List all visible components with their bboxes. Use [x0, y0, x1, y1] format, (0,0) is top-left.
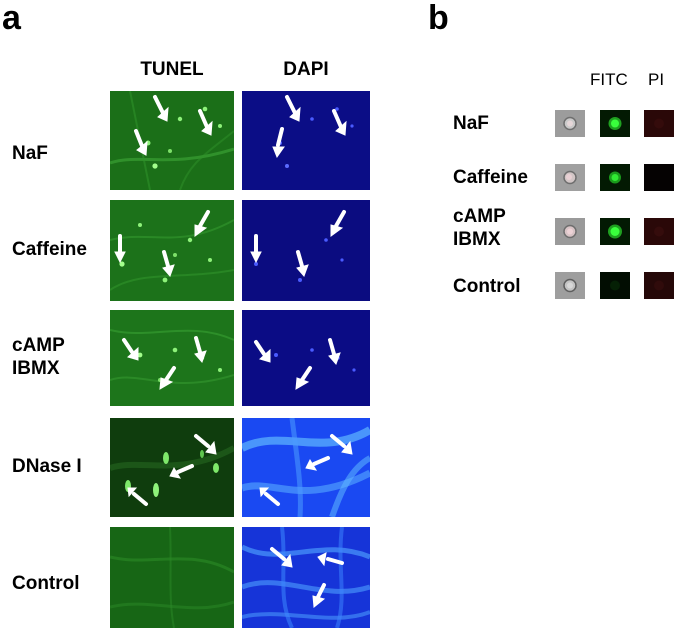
- row-label-line: Caffeine: [453, 167, 528, 188]
- pi-cell-naf: [644, 110, 674, 137]
- row-label-camp-ibmx: cAMP IBMX: [12, 334, 65, 380]
- column-header-fitc: FITC: [590, 70, 628, 89]
- tunel-image-caffeine: [110, 200, 234, 301]
- fitc-cell-camp-ibmx: [600, 218, 630, 245]
- tunel-image-control: [110, 527, 234, 628]
- row-label-line: DNase I: [12, 456, 82, 477]
- panel-b-letter: b: [428, 0, 449, 37]
- fitc-cell-naf: [600, 110, 630, 137]
- row-label-line: IBMX: [453, 229, 501, 250]
- fitc-cell-caffeine: [600, 164, 630, 191]
- column-header-tunel: TUNEL: [140, 59, 204, 80]
- brightfield-cell-naf: [555, 110, 585, 137]
- row-label-line: Caffeine: [12, 239, 87, 260]
- row-label-line: NaF: [453, 113, 489, 134]
- row-label-b-control: Control: [453, 275, 521, 298]
- brightfield-cell-control: [555, 272, 585, 299]
- row-label-naf: NaF: [12, 142, 48, 165]
- column-header-pi: PI: [648, 70, 665, 89]
- tunel-image-dnase: [110, 418, 234, 517]
- row-label-caffeine: Caffeine: [12, 238, 87, 261]
- tunel-image-naf: [110, 91, 234, 190]
- row-label-line: cAMP: [12, 335, 65, 356]
- row-label-line: cAMP: [453, 206, 506, 227]
- row-label-line: Control: [12, 573, 80, 594]
- tunel-image-camp-ibmx: [110, 310, 234, 406]
- brightfield-cell-camp-ibmx: [555, 218, 585, 245]
- dapi-image-naf: [242, 91, 370, 190]
- row-label-b-caffeine: Caffeine: [453, 166, 528, 189]
- row-label-b-camp-ibmx: cAMP IBMX: [453, 205, 506, 251]
- row-label-line: IBMX: [12, 358, 60, 379]
- pi-cell-control: [644, 272, 674, 299]
- row-label-line: NaF: [12, 143, 48, 164]
- fitc-cell-control: [600, 272, 630, 299]
- column-header-dapi: DAPI: [283, 59, 329, 80]
- row-label-control: Control: [12, 572, 80, 595]
- row-label-dnase: DNase I: [12, 455, 82, 478]
- dapi-image-dnase: [242, 418, 370, 517]
- panel-a-letter: a: [2, 0, 21, 37]
- dapi-image-caffeine: [242, 200, 370, 301]
- pi-cell-camp-ibmx: [644, 218, 674, 245]
- row-label-b-naf: NaF: [453, 112, 489, 135]
- row-label-line: Control: [453, 276, 521, 297]
- dapi-image-control: [242, 527, 370, 628]
- pi-cell-caffeine: [644, 164, 674, 191]
- brightfield-cell-caffeine: [555, 164, 585, 191]
- dapi-image-camp-ibmx: [242, 310, 370, 406]
